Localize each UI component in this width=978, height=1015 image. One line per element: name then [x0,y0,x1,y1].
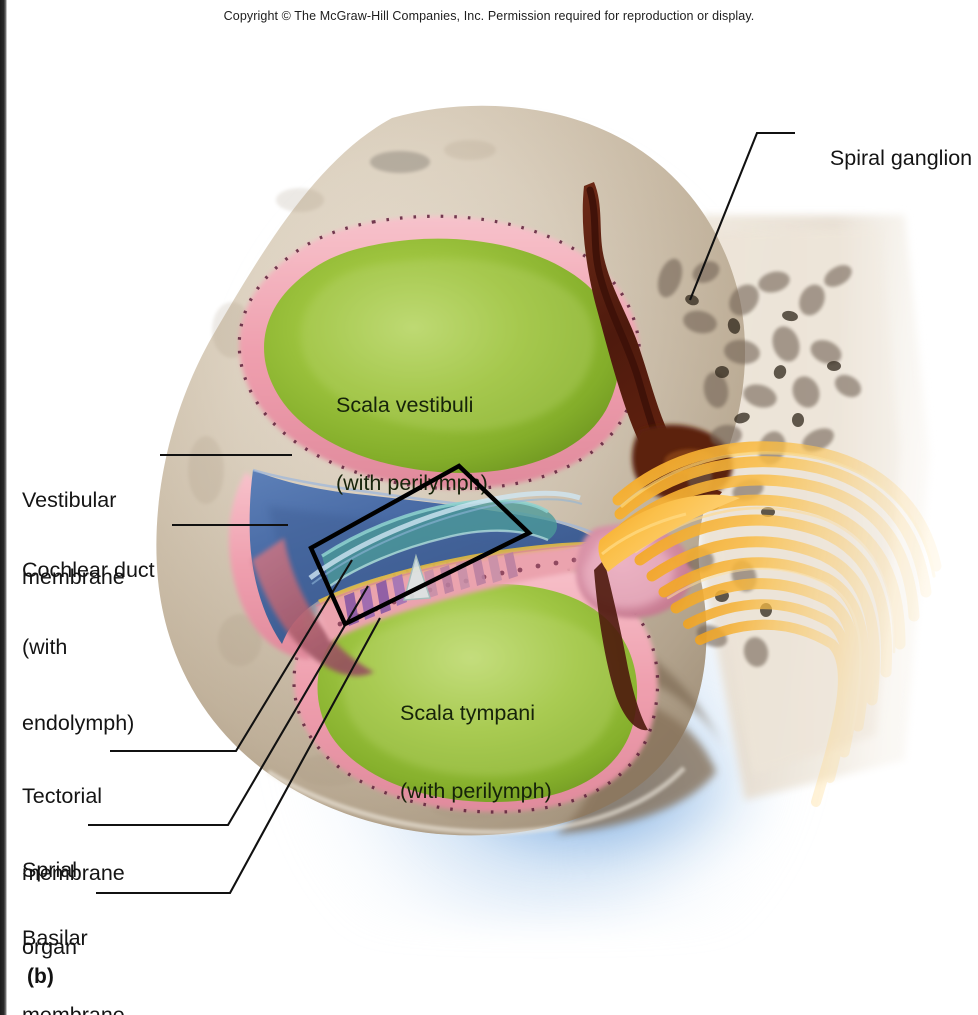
label-basilar-membrane-line2: membrane [22,1002,125,1015]
label-spiral-organ-line2: organ [22,934,77,959]
label-cochlear-duct-line1: Cochlear duct [22,558,155,582]
label-basilar-membrane: Basilar membrane [22,875,125,1015]
label-spiral-organ-line1: Sprial [22,858,77,882]
label-vestibular-membrane-line1: Vestibular [22,488,117,512]
label-tectorial-membrane-line2: membrane [22,860,125,885]
label-scala-vestibuli: Scala vestibuli (with perilymph) [336,340,488,548]
label-cochlear-duct: Cochlear duct (with endolymph) [22,507,155,788]
scala-vestibuli [237,214,641,491]
label-spiral-ganglion-text: Spiral ganglion [829,145,973,170]
label-scala-tympani-line2: (with perilymph) [400,779,552,803]
label-cochlear-duct-line3: endolymph) [22,711,135,735]
label-tectorial-membrane-line1: Tectorial [22,784,103,808]
nerve-trunk [598,494,740,572]
label-tectorial-membrane: Tectorial membrane [22,733,125,937]
label-scala-tympani: Scala tympani (with perilymph) [400,648,552,856]
spongy-bone [657,258,862,667]
label-spiral-organ: Sprial organ [22,807,77,1011]
cochlear-nerve-fibers [612,441,942,807]
label-cochlear-duct-line2: (with [22,634,68,659]
scala-tympani [292,557,660,814]
label-scala-tympani-line1: Scala tympani [400,701,536,725]
label-vestibular-membrane-line2: membrane [22,564,125,589]
label-vestibular-membrane: Vestibular membrane [22,437,125,641]
label-scala-vestibuli-line2: (with perilymph) [336,471,488,495]
label-spiral-ganglion: Spiral ganglion [806,120,972,197]
label-basilar-membrane-line1: Basilar [22,926,88,950]
panel-letter: (b) [27,965,54,988]
copyright-notice: Copyright © The McGraw-Hill Companies, I… [223,9,755,23]
label-scala-vestibuli-line1: Scala vestibuli [336,393,474,417]
left-edge-strip [0,0,7,1015]
